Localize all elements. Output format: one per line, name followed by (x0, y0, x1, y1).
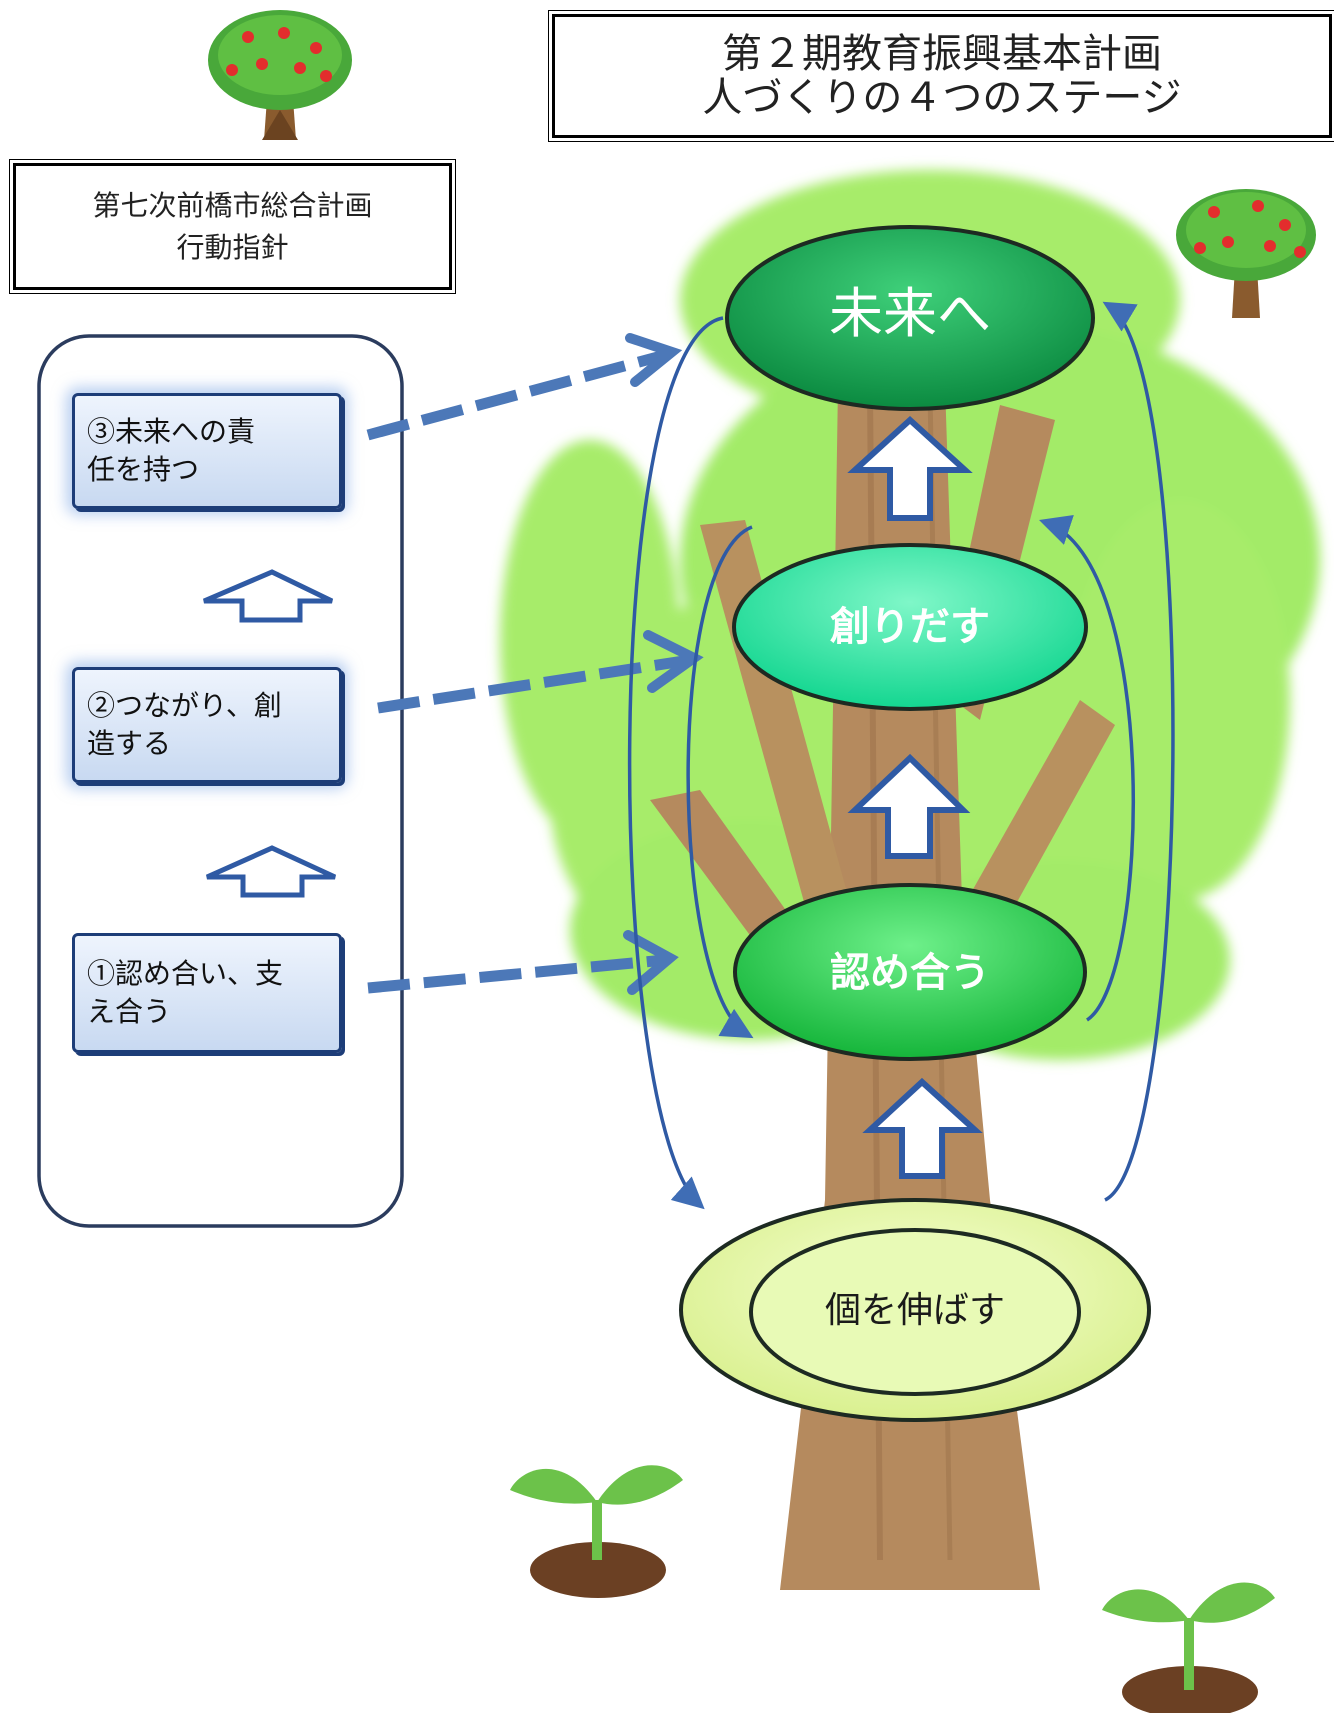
stage-label-future: 未来へ (829, 282, 991, 345)
stage-label-individual: 個を伸ばす (824, 1290, 1005, 1331)
trunk-up-arrow-bottom (862, 1077, 983, 1179)
trunk-up-arrow-top (847, 415, 973, 521)
oval-create (732, 543, 1088, 711)
guideline-3-line1: ③未来への責 (87, 415, 256, 448)
dashed-arrow-create (377, 654, 691, 714)
stage-label-create: 創りだす (830, 604, 990, 650)
dashed-connectors (366, 349, 691, 994)
oval-recognize (733, 883, 1087, 1061)
guideline-box-3: ③未来への責 任を持つ (72, 393, 342, 509)
city-plan-line2: 行動指針 (176, 230, 289, 264)
plan-title-line2: 人づくりの４つのステージ (702, 75, 1182, 121)
city-plan-line1: 第七次前橋市総合計画 (92, 188, 373, 222)
apple-tree-icon-left (208, 10, 352, 140)
oval-individual-inner (749, 1228, 1081, 1396)
guideline-2-line1: ②つながり、創 (87, 689, 282, 722)
arrowhead-future (625, 333, 683, 387)
plan-title-box: 第２期教育振興基本計画 人づくりの４つのステージ (548, 10, 1334, 142)
arrowhead-recognize (623, 930, 679, 995)
plan-title-line1: 第２期教育振興基本計画 (722, 31, 1162, 77)
guideline-box-2: ②つながり、創 造する (72, 667, 342, 783)
dashed-arrow-future (366, 349, 667, 441)
guideline-1-line2: え合う (87, 995, 172, 1028)
dashed-arrow-recognize (367, 954, 666, 994)
city-plan-box: 第七次前橋市総合計画 行動指針 (9, 159, 456, 294)
guideline-2-line2: 造する (87, 727, 172, 760)
cycle-arrows (627, 301, 1175, 1210)
panel-up-arrow-upper (203, 569, 334, 623)
sprout-icon-left (510, 1465, 683, 1598)
guideline-3-line2: 任を持つ (87, 453, 200, 486)
guideline-1-line1: ①認め合い、支 (87, 957, 284, 990)
panel-up-arrow-lower (205, 845, 337, 898)
stage-label-recognize: 認め合う (830, 950, 990, 996)
sprout-icon-right (1102, 1582, 1275, 1713)
guideline-box-1: ①認め合い、支 え合う (72, 933, 342, 1053)
trunk-up-arrow-middle (847, 753, 971, 859)
oval-future (725, 225, 1095, 411)
apple-tree-icon-right (1176, 189, 1316, 318)
